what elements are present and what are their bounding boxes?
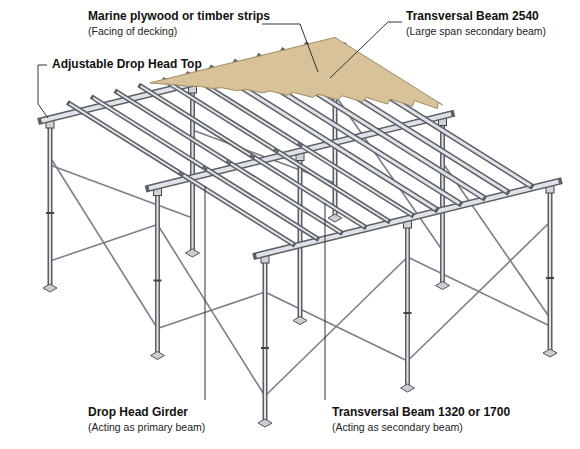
prop-post	[155, 193, 160, 353]
transversal-beam-face	[231, 164, 341, 233]
transversal-beam	[117, 92, 227, 161]
callout-label: Drop Head Girder	[88, 406, 188, 420]
brace	[50, 225, 158, 262]
transversal-beam-face	[255, 158, 365, 227]
prop-collar	[404, 312, 412, 314]
transversal-beam-face	[141, 86, 251, 155]
transversal-beam-face	[93, 98, 203, 167]
leader-line	[330, 22, 402, 78]
transversal-beam-face	[69, 104, 179, 173]
transversal-beam	[231, 164, 341, 233]
prop-post	[548, 190, 553, 350]
leader-line	[205, 186, 206, 400]
base-plate	[543, 349, 557, 357]
prop-collar	[261, 347, 269, 349]
transversal-beam	[93, 98, 203, 167]
prop-post-face	[157, 193, 159, 353]
base-plate	[436, 282, 450, 290]
callout-label: Marine plywood or timber strips	[88, 10, 270, 24]
transversal-beam	[207, 169, 317, 238]
transversal-beam	[69, 104, 179, 173]
prop-post-face	[264, 260, 266, 420]
prop-post-face	[299, 158, 301, 318]
brace	[265, 257, 408, 396]
brace	[408, 222, 551, 361]
prop-post	[440, 123, 445, 283]
transversal-beam-face	[117, 92, 227, 161]
callout-label: Transversal Beam 2540	[406, 10, 539, 24]
prop-post	[48, 125, 53, 285]
base-plate	[401, 384, 415, 392]
transversal-beam	[141, 86, 251, 155]
leader-line	[325, 203, 326, 400]
base-plate	[258, 419, 272, 427]
prop-post	[298, 158, 303, 318]
transversal-beam	[183, 175, 293, 244]
base-plate	[43, 284, 57, 292]
callout-note: (Large span secondary beam)	[406, 25, 546, 37]
prop-post-face	[549, 190, 551, 350]
base-plate	[293, 317, 307, 325]
brace	[50, 157, 158, 329]
base-plate	[151, 352, 165, 360]
prop-collar	[46, 212, 54, 214]
brace	[158, 292, 266, 329]
prop-post	[405, 225, 410, 385]
prop-post-face	[442, 123, 444, 283]
transversal-beam-face	[207, 169, 317, 238]
leader-line	[38, 65, 48, 118]
brace	[158, 225, 266, 397]
callout-label: Transversal Beam 1320 or 1700	[332, 406, 510, 420]
transversal-beam-face	[278, 152, 388, 221]
callout-label: Adjustable Drop Head Top	[52, 58, 202, 72]
prop-collar	[154, 280, 162, 282]
base-plate	[186, 249, 200, 257]
prop-post-face	[407, 225, 409, 385]
prop-collar	[546, 277, 554, 279]
callout-note: (Facing of decking)	[88, 25, 177, 37]
transversal-beam-face	[183, 175, 293, 244]
prop-post-face	[49, 125, 51, 285]
leader-line	[262, 24, 318, 72]
plywood-decking	[150, 37, 443, 108]
prop-post	[263, 260, 268, 420]
transversal-beam	[255, 158, 365, 227]
callout-note: (Acting as primary beam)	[88, 421, 205, 433]
callout-note: (Acting as secondary beam)	[332, 421, 463, 433]
brace	[50, 165, 193, 218]
scaffold	[41, 37, 558, 427]
prop-post	[190, 90, 195, 250]
base-plate	[328, 214, 342, 222]
prop-post-face	[192, 90, 194, 250]
transversal-beam	[278, 152, 388, 221]
